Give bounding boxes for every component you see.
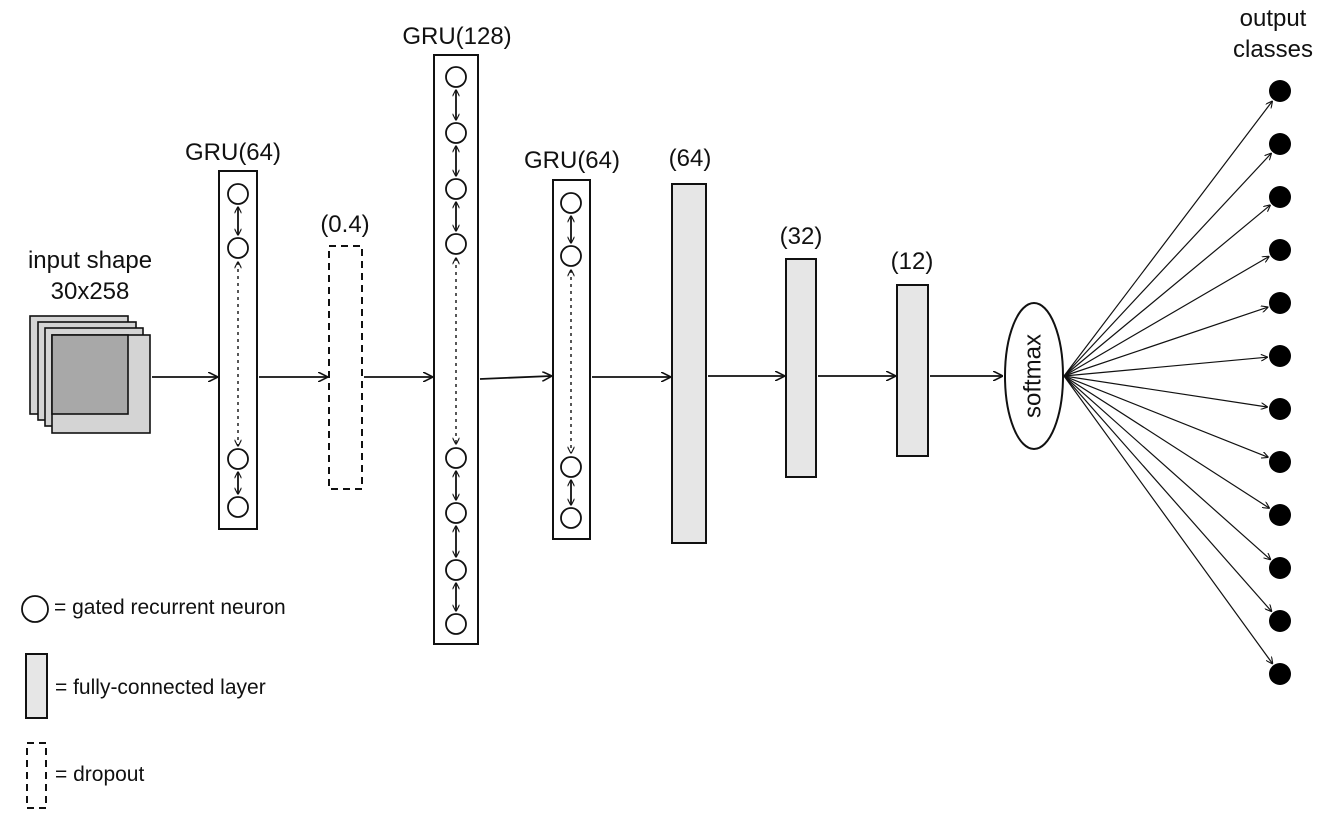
fc2-label: (32) bbox=[780, 223, 823, 250]
flow-arrow bbox=[479, 376, 551, 379]
output-class-node bbox=[1269, 80, 1291, 102]
gru3-neuron bbox=[560, 245, 582, 267]
output-class-node bbox=[1269, 292, 1291, 314]
gru1-neuron bbox=[227, 496, 249, 518]
fc1-box bbox=[671, 183, 707, 544]
softmax-output-arrow bbox=[1063, 205, 1270, 377]
softmax-output-arrow bbox=[1063, 375, 1267, 407]
legend-neuron-icon bbox=[21, 595, 49, 623]
gru2-neuron bbox=[445, 66, 467, 88]
output-class-node bbox=[1269, 133, 1291, 155]
gru2-neuron bbox=[445, 613, 467, 635]
output-class-node bbox=[1269, 663, 1291, 685]
input-stack bbox=[29, 315, 151, 434]
legend-dropout-text: = dropout bbox=[55, 763, 144, 786]
gru2-neuron bbox=[445, 559, 467, 581]
softmax-output-arrow bbox=[1063, 375, 1270, 559]
output-class-node bbox=[1269, 504, 1291, 526]
output-label-line1: output bbox=[1240, 5, 1307, 32]
output-class-node bbox=[1269, 186, 1291, 208]
legend-fc-text: = fully-connected layer bbox=[55, 676, 266, 699]
input-front-overlay bbox=[51, 334, 129, 415]
softmax-output-arrow bbox=[1063, 101, 1272, 377]
legend-dropout-icon bbox=[26, 742, 47, 809]
gru3-neurons bbox=[560, 192, 582, 529]
gru2-neuron bbox=[445, 122, 467, 144]
gru3-neuron bbox=[560, 507, 582, 529]
gru3-neuron bbox=[560, 456, 582, 478]
softmax-label: softmax bbox=[1019, 334, 1046, 418]
gru2-label: GRU(128) bbox=[402, 23, 511, 50]
input-label-line1: input shape bbox=[28, 247, 152, 274]
flow-arrows bbox=[152, 376, 1002, 379]
softmax-node bbox=[1004, 302, 1064, 450]
gru2-neuron bbox=[445, 502, 467, 524]
gru2-neuron bbox=[445, 178, 467, 200]
output-label-line2: classes bbox=[1233, 36, 1313, 63]
output-class-node bbox=[1269, 610, 1291, 632]
legend-neuron-text: = gated recurrent neuron bbox=[54, 596, 286, 619]
legend-fc-icon bbox=[25, 653, 48, 719]
softmax-output-arrow bbox=[1063, 257, 1269, 377]
softmax-output-arrow bbox=[1063, 375, 1269, 508]
fc1-label: (64) bbox=[669, 145, 712, 172]
dropout-box bbox=[328, 245, 363, 490]
output-class-node bbox=[1269, 398, 1291, 420]
softmax-output-arrow bbox=[1063, 375, 1271, 611]
gru3-neuron bbox=[560, 192, 582, 214]
gru2-neuron bbox=[445, 447, 467, 469]
gru1-neurons bbox=[227, 183, 249, 518]
output-classes bbox=[1269, 80, 1291, 685]
fc3-box bbox=[896, 284, 929, 457]
softmax-output-arrow bbox=[1063, 375, 1272, 664]
softmax-output-arrow bbox=[1063, 357, 1267, 377]
output-class-node bbox=[1269, 345, 1291, 367]
output-class-node bbox=[1269, 557, 1291, 579]
gru2-neuron bbox=[445, 233, 467, 255]
gru1-neuron bbox=[227, 183, 249, 205]
softmax-to-output-lines bbox=[1063, 101, 1272, 664]
softmax-output-arrow bbox=[1063, 307, 1268, 377]
softmax-output-arrow bbox=[1063, 375, 1268, 457]
output-class-node bbox=[1269, 451, 1291, 473]
gru1-neuron bbox=[227, 448, 249, 470]
gru2-neurons bbox=[445, 66, 467, 635]
gru3-label: GRU(64) bbox=[524, 147, 620, 174]
fc3-label: (12) bbox=[891, 248, 934, 275]
softmax-output-arrow bbox=[1063, 154, 1271, 377]
output-class-node bbox=[1269, 239, 1291, 261]
input-label-line2: 30x258 bbox=[51, 278, 130, 305]
dropout-label: (0.4) bbox=[320, 211, 369, 238]
gru1-neuron bbox=[227, 237, 249, 259]
legend: = gated recurrent neuron = fully-connect… bbox=[21, 595, 286, 809]
fc2-box bbox=[785, 258, 817, 478]
gru1-label: GRU(64) bbox=[185, 139, 281, 166]
